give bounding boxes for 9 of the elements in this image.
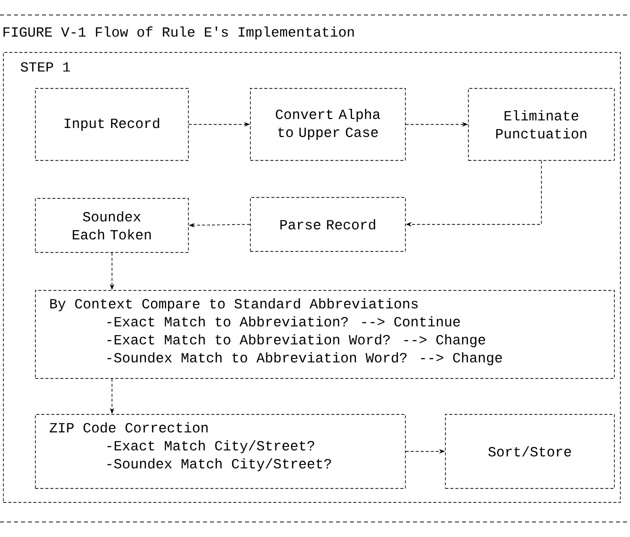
figure-title: FIGURE V-1 Flow of Rule E's Implementation: [4, 26, 354, 40]
process-box: By Context Compare to Standard Abbreviations -Exact Match to Abbreviation? --> Continue -Exact Match to Abbreviation Word? --> Change -Soundex Match to Abbreviation Word? --> Change: [35, 290, 615, 379]
process-box: Eliminate Punctuation: [468, 88, 615, 161]
process-box: Input Record: [35, 88, 189, 161]
process-box: Parse Record: [250, 197, 406, 252]
process-box: ZIP Code Correction -Exact Match City/Street? -Soundex Match City/Street?: [35, 414, 406, 489]
process-box: Convert Alpha to Upper Case: [250, 88, 406, 161]
process-box: Soundex Each Token: [35, 198, 189, 253]
process-box: Sort/Store: [445, 414, 615, 489]
